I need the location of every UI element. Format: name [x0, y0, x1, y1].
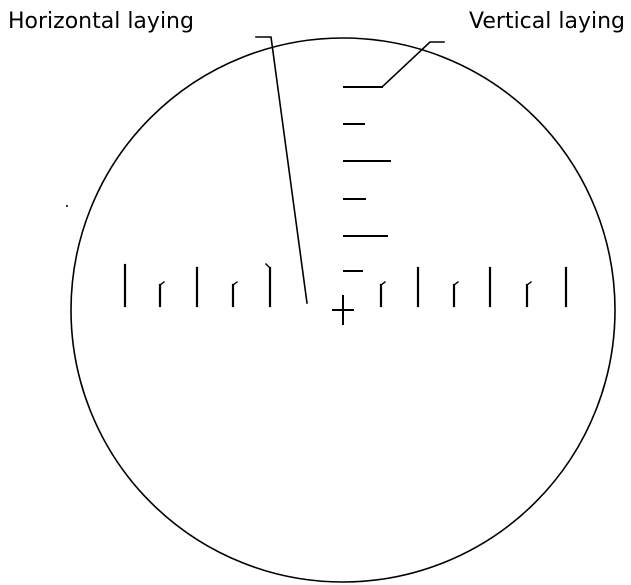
tick-serif	[453, 281, 459, 286]
tick-serif	[232, 281, 238, 286]
tick-serif	[380, 281, 386, 286]
vertical-laying-leader	[380, 41, 445, 89]
vertical-laying-label: Vertical laying	[469, 9, 625, 34]
stray-dot	[66, 205, 68, 207]
horizontal-laying-leader	[255, 36, 308, 304]
tick-serif	[526, 281, 532, 286]
vertical-scale	[343, 86, 391, 272]
tick-serifs	[159, 263, 532, 286]
tick-serif	[265, 263, 271, 269]
tick-serif	[159, 281, 165, 286]
field-of-view-circle	[70, 37, 616, 583]
horizontal-laying-label: Horizontal laying	[8, 9, 194, 34]
center-cross	[332, 295, 354, 325]
horizontal-scale	[123, 263, 568, 308]
